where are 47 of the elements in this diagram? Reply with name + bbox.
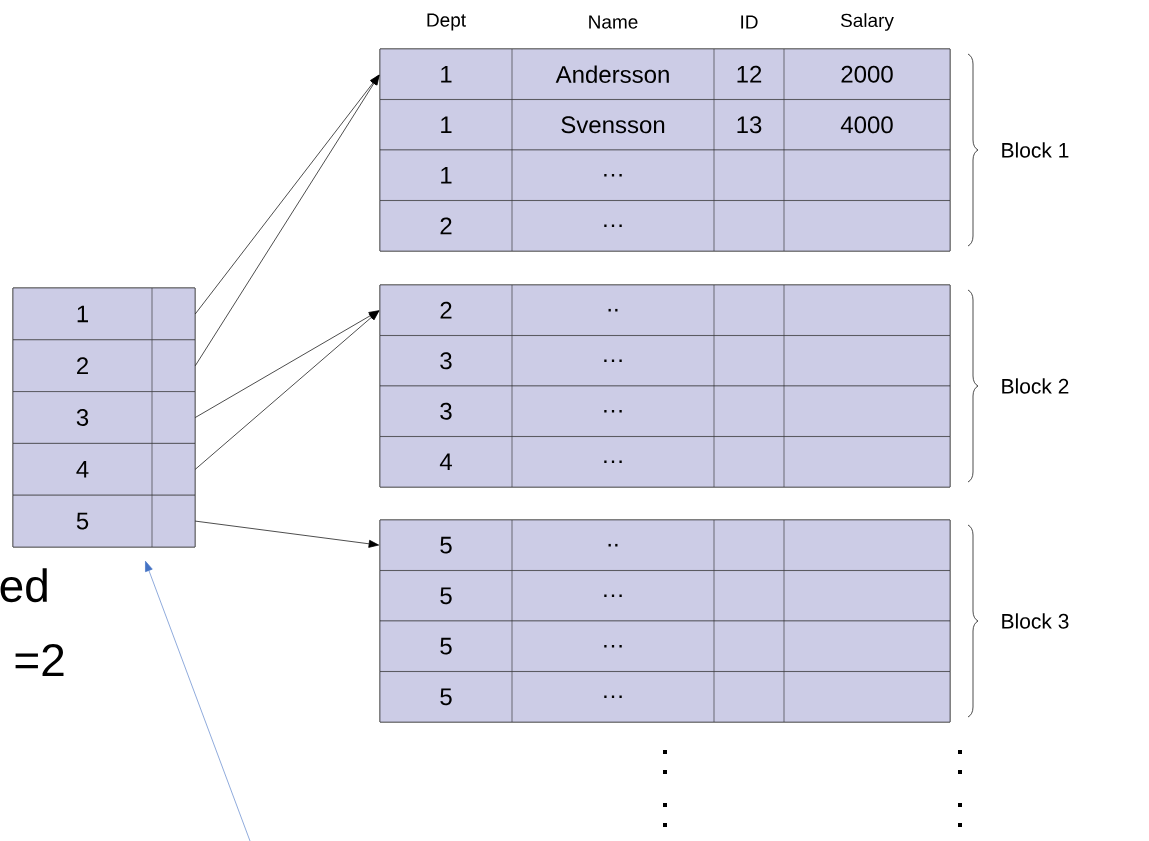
column-header: Dept	[427, 13, 466, 31]
column-header: Salary	[840, 13, 894, 31]
cell-value: 3	[440, 352, 452, 370]
cropped-text: ed	[0, 568, 47, 603]
cell-value: 1	[77, 305, 88, 323]
block-label: Block 1	[1002, 142, 1069, 158]
cell-value: 2	[77, 357, 88, 375]
cropped-text: =2	[15, 643, 64, 677]
cell-value: 1	[441, 116, 452, 134]
cell-value: …	[604, 695, 622, 699]
cell-value: …	[604, 594, 622, 598]
cell-value: 5	[440, 587, 452, 605]
arrow	[145, 560, 251, 841]
cell-value: …	[604, 224, 622, 228]
cell-value: 1	[441, 65, 452, 83]
arrow	[194, 310, 380, 418]
cell-value: …	[604, 409, 622, 413]
cell-value: …	[604, 359, 622, 363]
block-label: Block 3	[1002, 613, 1069, 629]
cell-value: 5	[440, 536, 452, 554]
column-header: ID	[741, 15, 758, 29]
block-label: Block 2	[1002, 378, 1069, 394]
cell-value: 5	[440, 637, 452, 655]
cell-value: 2000	[841, 65, 893, 83]
cell-value: 1	[441, 166, 452, 184]
arrow	[194, 74, 380, 367]
cell-value: 12	[737, 65, 762, 83]
cell-value: 2	[440, 217, 452, 235]
cell-value: ..	[608, 543, 618, 547]
cell-value: 3	[76, 409, 89, 426]
cell-value: Andersson	[555, 65, 669, 83]
cell-value: 5	[76, 512, 89, 530]
cell-value: 2	[440, 301, 452, 319]
cell-value: …	[604, 460, 622, 464]
cell-value: 3	[440, 402, 452, 420]
cell-value: 4	[76, 461, 89, 478]
cell-value: ..	[608, 308, 618, 312]
cell-value: …	[604, 644, 622, 648]
cell-value: 13	[737, 116, 762, 134]
arrow	[194, 520, 380, 548]
column-header: Name	[589, 15, 638, 29]
cell-value: Svensson	[561, 116, 665, 134]
cell-value: 5	[440, 688, 452, 706]
arrow	[194, 310, 380, 470]
cell-value: 4	[439, 453, 452, 471]
cell-value: 4000	[840, 116, 893, 134]
cell-value: …	[604, 173, 622, 177]
